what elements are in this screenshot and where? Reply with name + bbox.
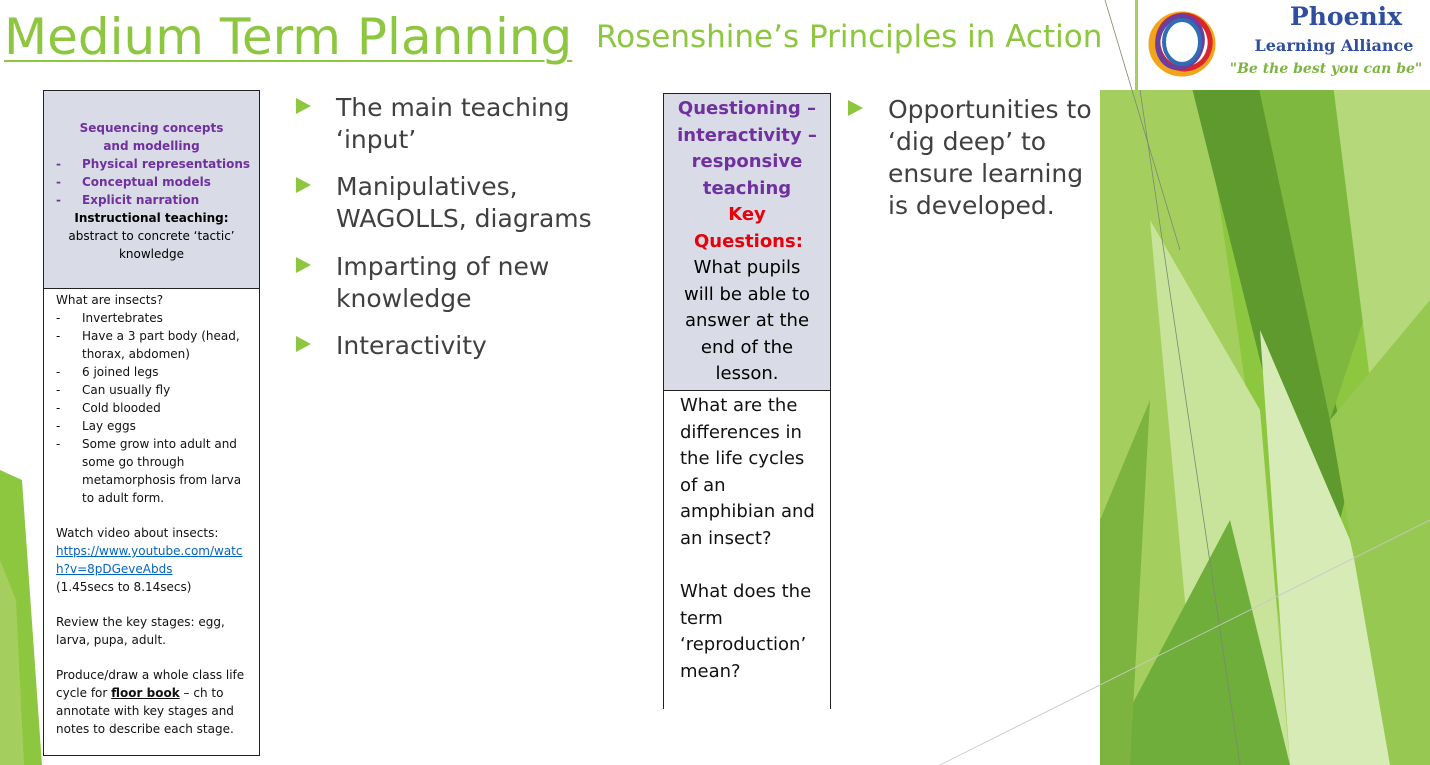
instructional-label: Instructional teaching: (74, 211, 229, 225)
facet (1260, 330, 1400, 765)
table-body-cell: What are the differences in the life cyc… (663, 391, 831, 709)
table-heading: Sequencing concepts and modelling (79, 121, 224, 153)
facet-line (1139, 89, 1241, 765)
video-link[interactable]: https://www.youtube.com/watch?v=8pDGeveA… (56, 544, 243, 576)
table-header-cell: Sequencing concepts and modelling -Physi… (44, 91, 259, 289)
key-questions-text: What pupils will be able to answer at th… (684, 257, 810, 384)
bullet-arrow-icon (296, 98, 311, 114)
produce-text: Produce/draw a whole class life cycle fo… (56, 668, 245, 736)
body-question: What are insects? (56, 293, 164, 307)
bullet-arrow-icon (848, 100, 863, 116)
list-item: -Conceptual models (56, 175, 211, 189)
list-item: -Cold blooded (56, 401, 161, 415)
bullet-item: Manipulatives, WAGOLLS, diagrams (296, 171, 596, 235)
list-item: -Lay eggs (56, 419, 136, 433)
bullet-item: The main teaching ‘input’ (296, 92, 596, 156)
key-questions-label: Key Questions: (694, 204, 803, 252)
phoenix-logo: Phoenix Learning Alliance "Be the best y… (1138, 0, 1430, 90)
list-item: -Some grow into adult and some go throug… (56, 437, 242, 505)
facet (0, 560, 24, 765)
review-text: Review the key stages: egg, larva, pupa,… (56, 615, 225, 647)
page-subtitle: Rosenshine’s Principles in Action (596, 19, 1103, 55)
table-body-cell: What are insects? -Invertebrates -Have a… (44, 289, 259, 738)
instructional-text: abstract to concrete ‘tactic’ knowledge (68, 229, 235, 261)
list-item: -Explicit narration (56, 193, 200, 207)
page-title: Medium Term Planning (4, 8, 573, 66)
facet (1330, 300, 1430, 765)
list-item: -Physical representations (56, 157, 251, 171)
phoenix-ring-icon (1148, 11, 1216, 77)
list-item: -Can usually fly (56, 383, 171, 397)
list-item: -Have a 3 part body (head, thorax, abdom… (56, 329, 240, 361)
bullet-arrow-icon (296, 177, 311, 193)
list-item: -Invertebrates (56, 311, 163, 325)
question-2: What does the term ‘reproduction’ mean? (680, 581, 812, 682)
bullet-item: Imparting of new knowledge (296, 251, 596, 315)
bullet-item: Interactivity (296, 330, 596, 362)
list-item: -6 joined legs (56, 365, 159, 379)
logo-name: Phoenix (1289, 2, 1403, 31)
bullet-arrow-icon (296, 336, 311, 352)
floor-book-label: floor book (111, 686, 180, 700)
bullet-arrow-icon (296, 257, 311, 273)
planning-table-left: Sequencing concepts and modelling -Physi… (43, 90, 260, 756)
facet (1100, 0, 1135, 90)
facet-line (939, 519, 1430, 765)
facet (1100, 520, 1290, 765)
logo-tagline: "Be the best you can be" (1229, 61, 1423, 77)
bullet-item: Opportunities to ‘dig deep’ to ensure le… (848, 94, 1108, 222)
video-time: (1.45secs to 8.14secs) (56, 580, 192, 594)
video-label: Watch video about insects: (56, 526, 219, 540)
facet (1100, 400, 1150, 765)
logo-subtitle: Learning Alliance (1254, 36, 1414, 55)
planning-table-right: Questioning – interactivity – responsive… (663, 93, 831, 709)
facet-line (1104, 0, 1181, 251)
question-1: What are the differences in the life cyc… (680, 395, 815, 549)
table-header-cell: Questioning – interactivity – responsive… (663, 93, 831, 391)
table-heading: Questioning – interactivity – responsive… (677, 98, 817, 199)
